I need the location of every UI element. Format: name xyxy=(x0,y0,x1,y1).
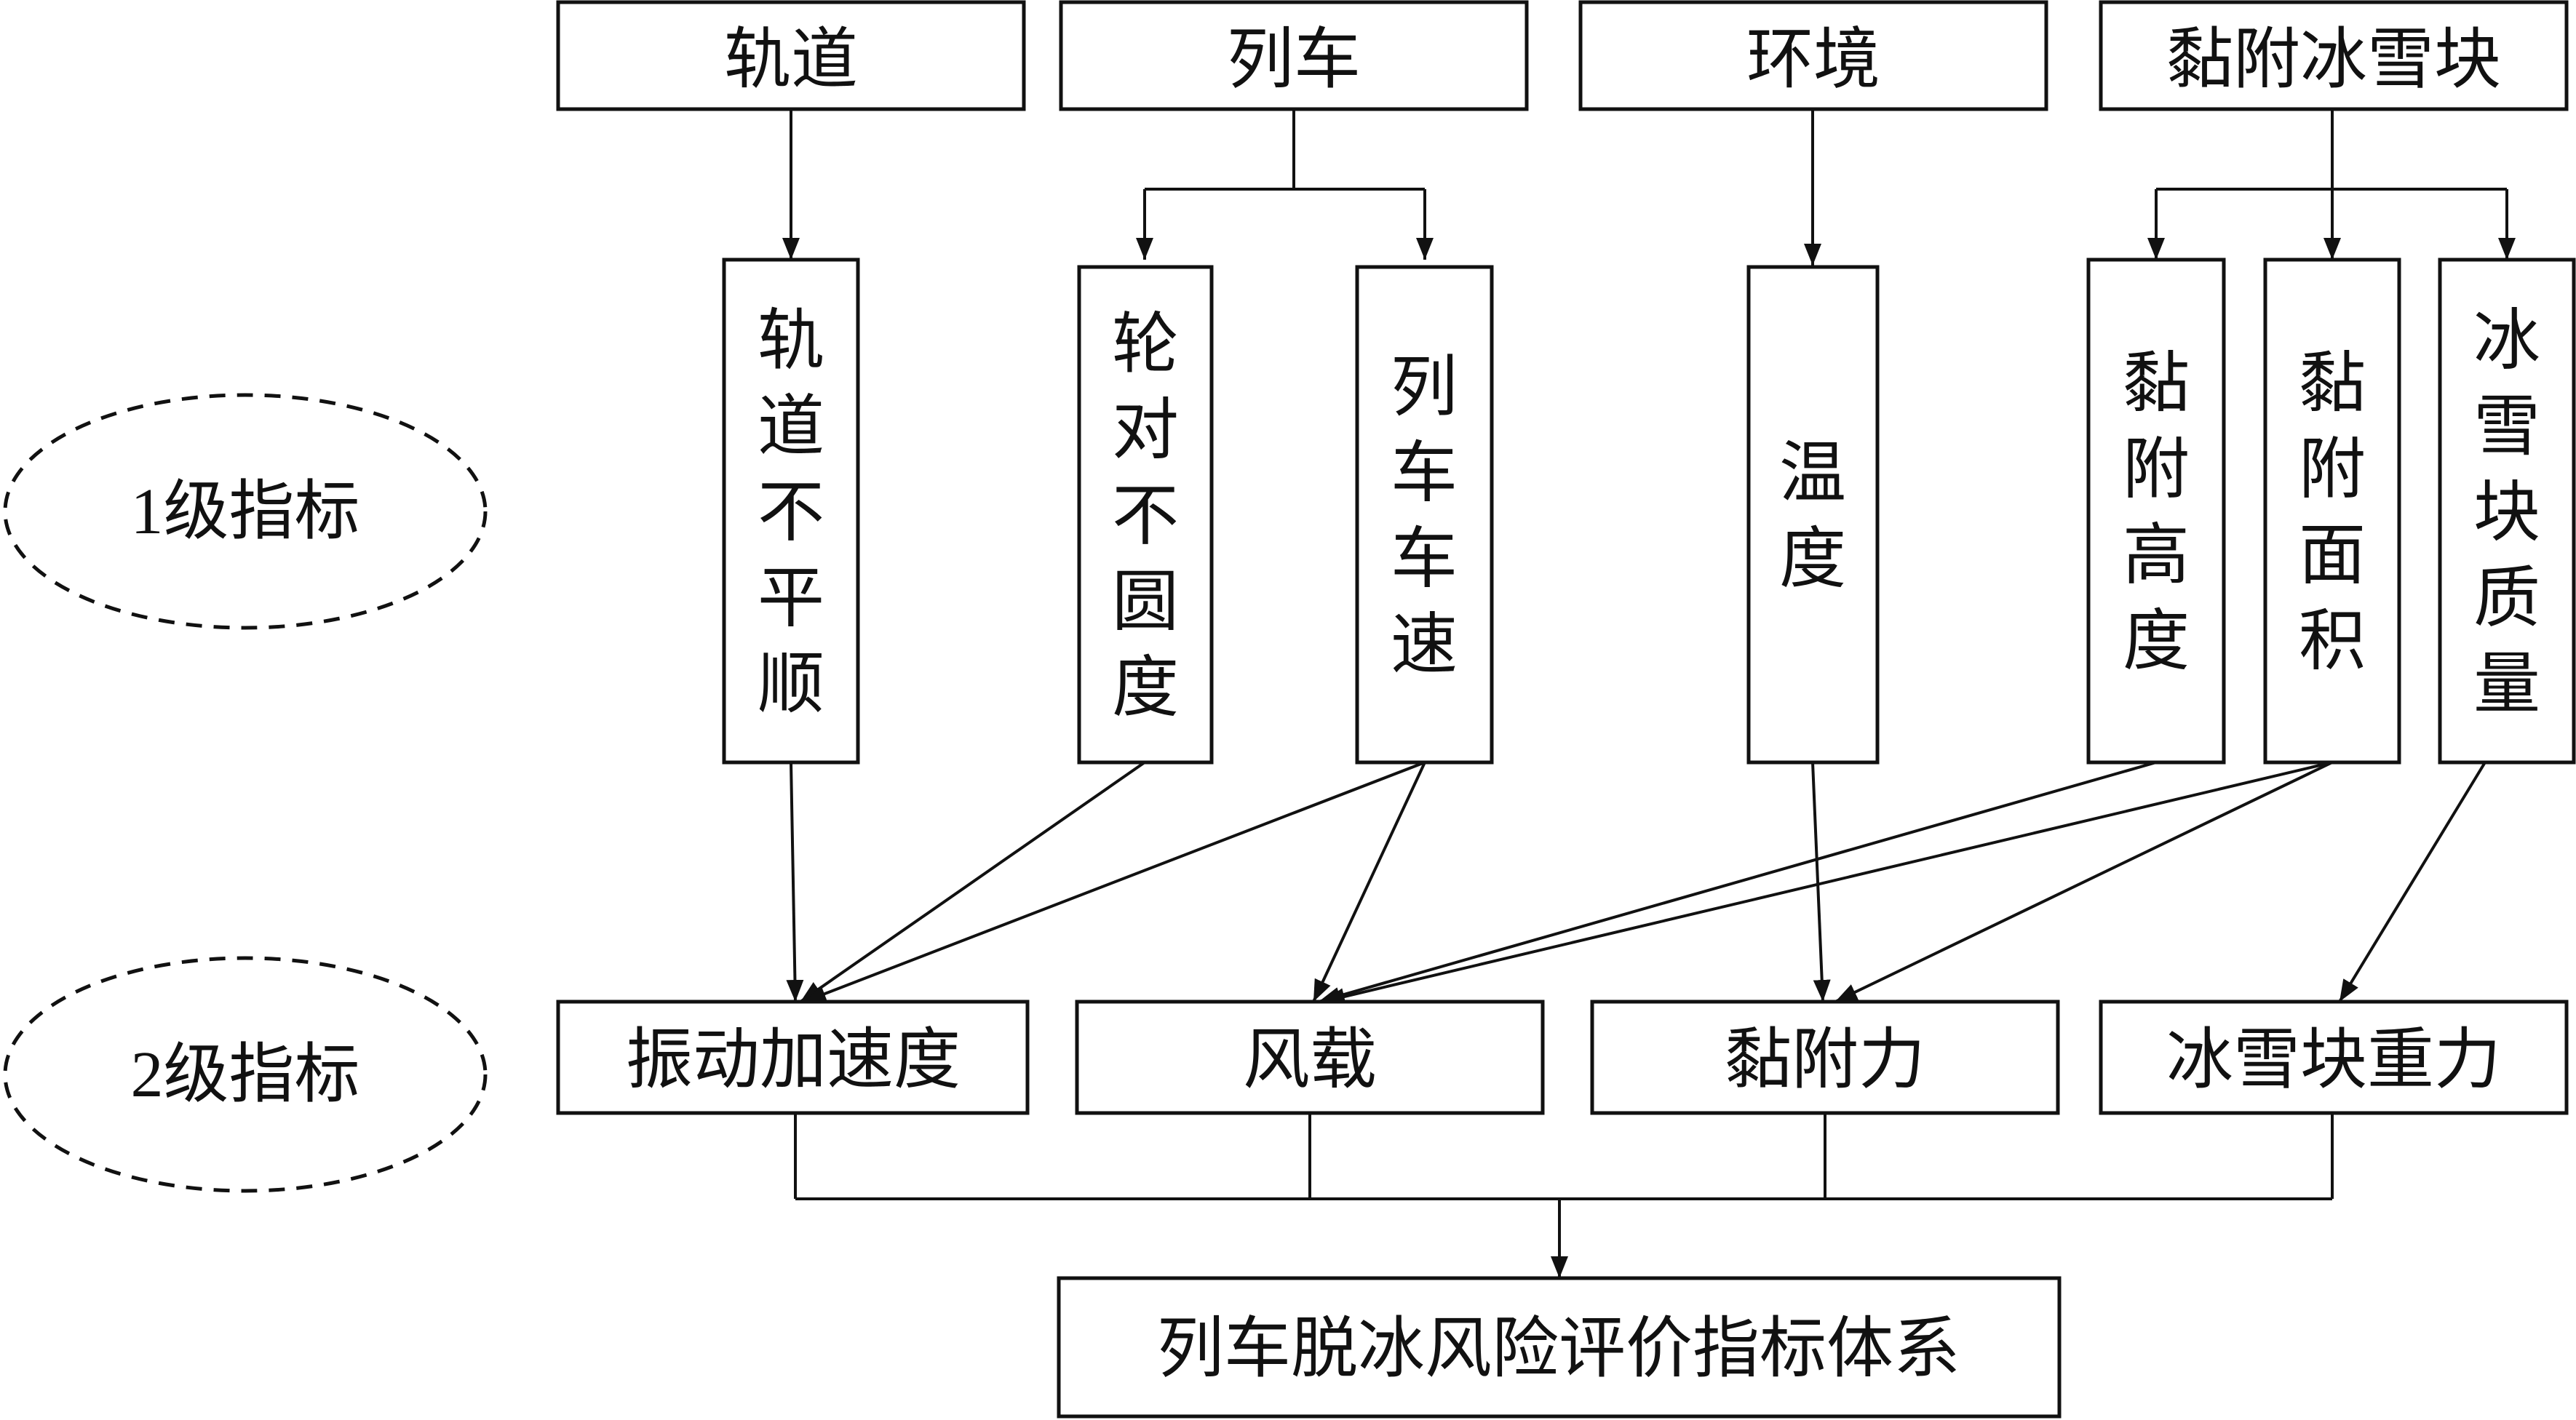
svg-text:列车车速: 列车车速 xyxy=(1391,348,1458,684)
l1-box-track-irregularity: 轨道不平顺 xyxy=(722,258,860,765)
l1-box-temperature: 温度 xyxy=(1746,265,1880,765)
level2-label: 2级指标 xyxy=(131,1039,360,1111)
svg-text:轨道不平顺: 轨道不平顺 xyxy=(758,302,824,723)
svg-text:轮对不圆度: 轮对不圆度 xyxy=(1112,306,1179,727)
l1-box-adhesion-height: 黏附高度 xyxy=(2086,258,2226,765)
arrow-height-to-windload xyxy=(1318,761,2157,1005)
svg-text:轨道: 轨道 xyxy=(724,20,858,98)
bottom-box-system: 列车脱冰风险评价指标体系 xyxy=(1057,1276,2062,1419)
level2-label-group: 2级指标 xyxy=(3,956,488,1193)
l1-box-ice-mass: 冰雪块质量 xyxy=(2438,258,2576,765)
top-box-train: 列车 xyxy=(1059,0,1529,111)
l1-box-adhesion-area: 黏附面积 xyxy=(2263,258,2401,765)
l2-box-ice-gravity: 冰雪块重力 xyxy=(2099,1000,2569,1115)
l2-box-adhesion-force: 黏附力 xyxy=(1590,1000,2060,1115)
level1-label-group: 1级指标 xyxy=(3,393,488,630)
svg-text:黏附高度: 黏附高度 xyxy=(2123,345,2190,680)
level1-label: 1级指标 xyxy=(131,476,360,548)
l2-box-vibration: 振动加速度 xyxy=(556,1000,1030,1115)
arrow-speed-to-windload xyxy=(1312,762,1426,1002)
level1-ellipse xyxy=(3,393,488,630)
svg-text:环境: 环境 xyxy=(1746,20,1880,98)
arrow-temp-to-adhesion xyxy=(1811,762,1831,1002)
arrow-speed-to-vibration xyxy=(803,761,1426,1003)
svg-text:冰雪块重力: 冰雪块重力 xyxy=(2166,1021,2501,1098)
svg-text:黏附力: 黏附力 xyxy=(1725,1021,1925,1098)
arrow-mass-to-gravity xyxy=(2338,761,2486,1003)
connectors xyxy=(782,109,2516,1278)
svg-text:黏附冰雪块: 黏附冰雪块 xyxy=(2166,20,2501,98)
arrow-area-to-adhesion xyxy=(1834,761,2333,1003)
svg-text:列车脱冰风险评价指标体系: 列车脱冰风险评价指标体系 xyxy=(1157,1309,1960,1387)
top-box-ice: 黏附冰雪块 xyxy=(2099,0,2569,111)
svg-text:冰雪块质量: 冰雪块质量 xyxy=(2473,302,2540,723)
l1-box-wheel-out-of-round: 轮对不圆度 xyxy=(1077,265,1214,765)
arrow-area-to-windload xyxy=(1322,761,2333,1005)
l2-box-wind-load: 风载 xyxy=(1075,1000,1545,1115)
svg-text:振动加速度: 振动加速度 xyxy=(626,1021,961,1098)
svg-text:风载: 风载 xyxy=(1243,1021,1377,1098)
arrow-wheel-to-vibration xyxy=(799,761,1146,1003)
svg-text:列车: 列车 xyxy=(1227,20,1361,98)
l1-box-train-speed: 列车车速 xyxy=(1355,265,1494,765)
svg-text:黏附面积: 黏附面积 xyxy=(2299,345,2366,680)
svg-text:温度: 温度 xyxy=(1779,434,1846,598)
level2-ellipse xyxy=(3,956,488,1193)
top-box-environment: 环境 xyxy=(1578,0,2048,111)
top-box-track: 轨道 xyxy=(556,0,1026,111)
arrow-irregularity-to-vibration xyxy=(786,762,804,1002)
